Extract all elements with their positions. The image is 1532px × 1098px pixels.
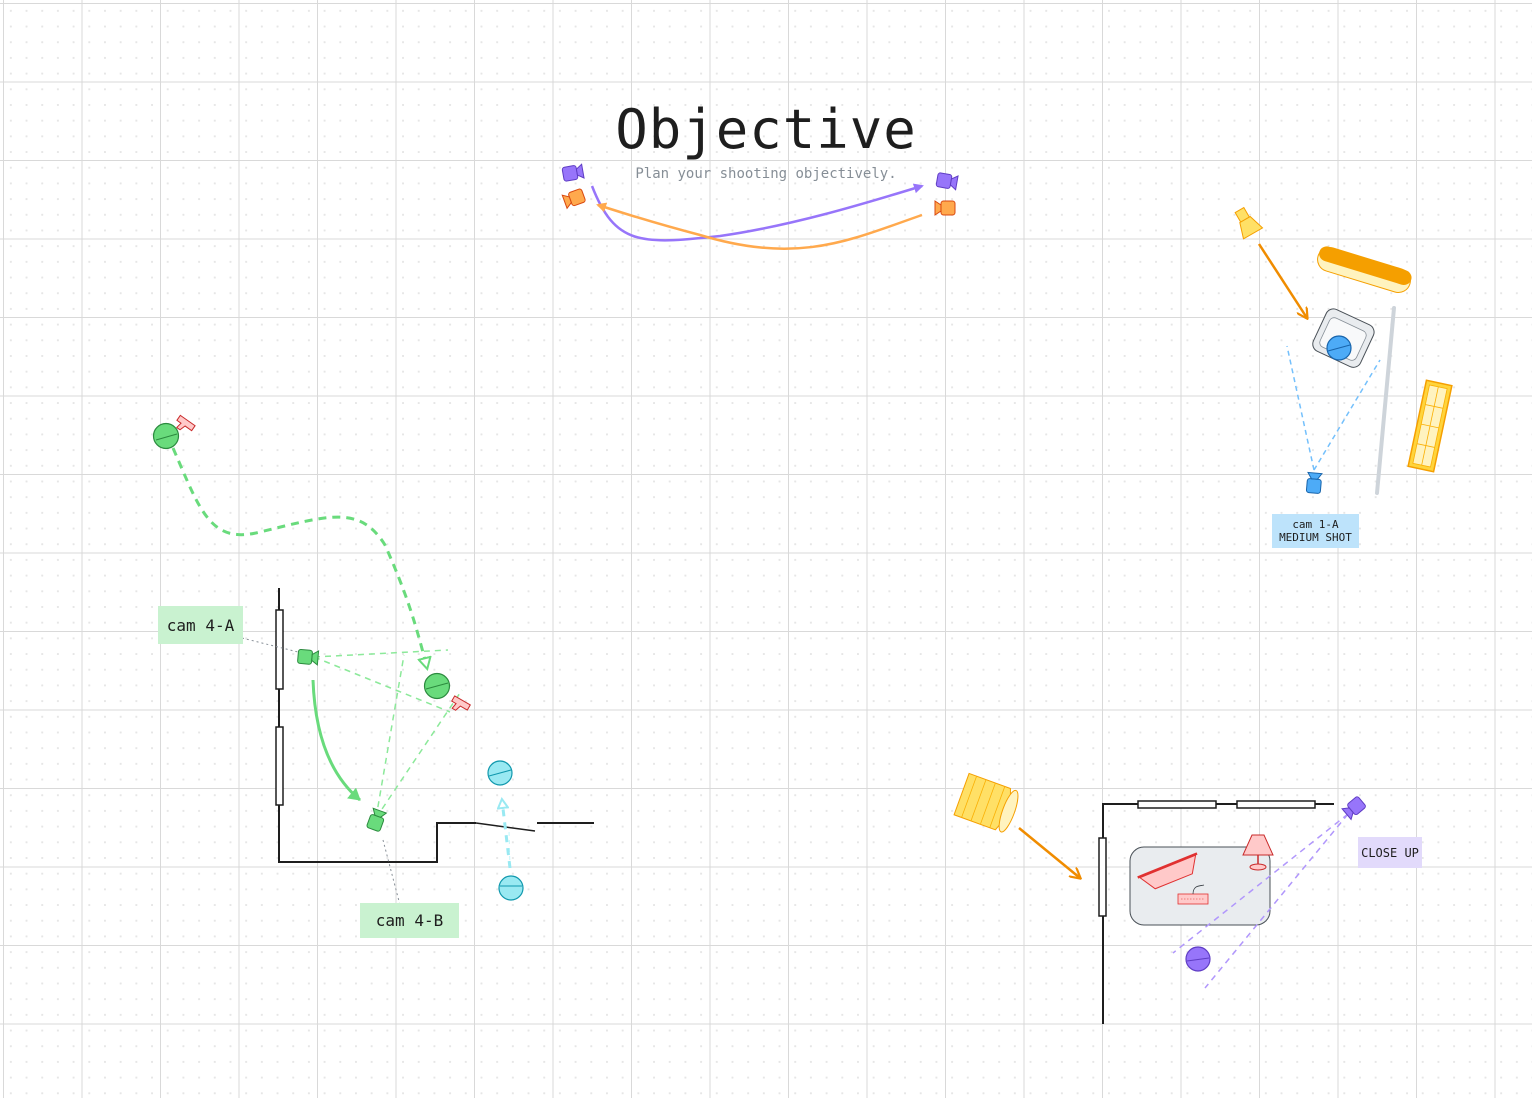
pistol-icon[interactable]	[449, 695, 471, 715]
window-icon	[1236, 800, 1316, 809]
scene-4[interactable]	[152, 414, 595, 906]
camera-label-1a[interactable]: cam 1-A MEDIUM SHOT	[1272, 514, 1359, 548]
light-direction-arrow[interactable]	[1257, 243, 1307, 318]
camera-field-of-view	[313, 649, 451, 713]
window-icon	[275, 726, 284, 806]
page-title: Objective	[615, 98, 917, 161]
camera-move-arrow[interactable]	[590, 183, 924, 242]
person-icon[interactable]	[487, 760, 513, 786]
camera-label-4b[interactable]: cam 4-B	[360, 903, 459, 938]
video-camera-icon[interactable]	[365, 807, 387, 833]
spotlight-icon[interactable]	[1230, 205, 1264, 240]
pistol-icon[interactable]	[173, 414, 196, 435]
camera-field-of-view	[1286, 345, 1381, 471]
shot-label-close-up[interactable]: CLOSE UP	[1358, 837, 1422, 868]
camera-move-arrow[interactable]	[311, 679, 361, 802]
person-icon[interactable]	[1326, 335, 1352, 361]
person-icon[interactable]	[423, 672, 451, 700]
camera-label-4a[interactable]: cam 4-A	[158, 606, 243, 644]
camera-field-of-view	[1172, 813, 1349, 989]
softbox-icon[interactable]	[1407, 379, 1453, 473]
light-direction-arrow[interactable]	[1018, 827, 1080, 878]
scene-1[interactable]	[1230, 205, 1453, 495]
actor-path-arrow[interactable]	[171, 447, 427, 668]
laptop-icon	[1137, 852, 1198, 890]
page-subtitle: Plan your shooting objectively.	[635, 166, 897, 182]
video-camera-icon[interactable]	[296, 648, 320, 666]
actor-path-arrow[interactable]	[502, 800, 512, 869]
person-icon[interactable]	[1185, 946, 1211, 972]
softbox-icon[interactable]	[953, 772, 1022, 833]
window-icon	[1137, 800, 1217, 809]
reflector-icon	[1375, 306, 1396, 495]
lamp-icon	[1242, 834, 1274, 871]
scene-close-up[interactable]	[953, 772, 1367, 1024]
person-icon[interactable]	[498, 875, 524, 901]
keyboard-icon	[1177, 884, 1209, 905]
video-camera-icon[interactable]	[561, 187, 587, 209]
video-camera-icon[interactable]	[1305, 471, 1323, 495]
window-icon	[275, 609, 284, 690]
video-camera-icon[interactable]	[934, 200, 956, 216]
person-icon[interactable]	[152, 422, 180, 450]
light-panel-icon[interactable]	[1315, 244, 1414, 295]
objective-cameras[interactable]	[561, 163, 959, 250]
camera-field-of-view	[375, 654, 463, 819]
window-icon	[1098, 837, 1107, 917]
camera-move-arrow[interactable]	[596, 202, 923, 250]
